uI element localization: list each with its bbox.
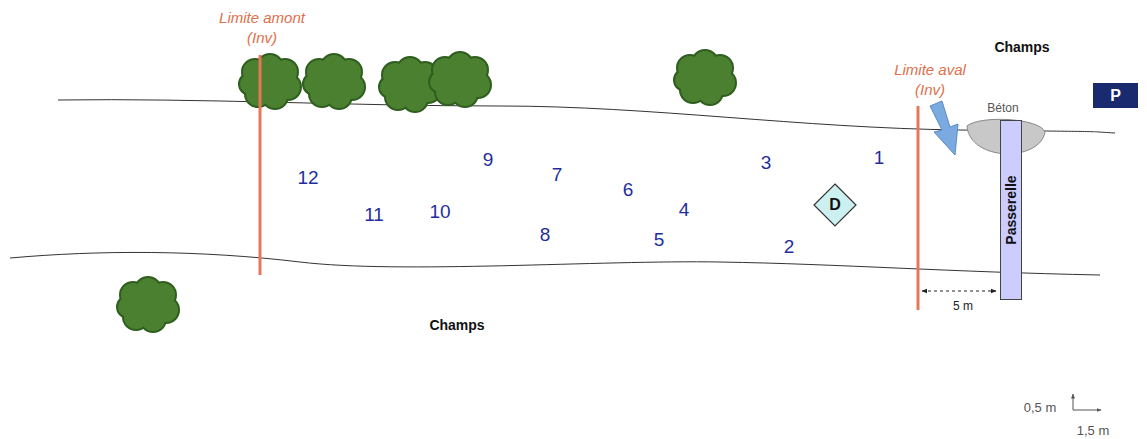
- sampling-point-number: 9: [483, 149, 494, 171]
- diamond-shape: [814, 184, 856, 226]
- sampling-point-number: 4: [679, 199, 690, 221]
- footbridge: Passerelle: [1000, 120, 1022, 300]
- limit-label: Limite amont (Inv): [212, 8, 312, 48]
- sampling-point-number: 7: [552, 164, 563, 186]
- river-bank: [10, 252, 1100, 275]
- scale-label: 1,5 m: [1077, 423, 1110, 438]
- scale-axis: [1073, 410, 1101, 411]
- limit-line: [259, 55, 262, 275]
- dimension-line: [922, 291, 996, 292]
- sampling-point-number: 1: [874, 147, 885, 169]
- field-label: Champs: [994, 39, 1049, 55]
- flow-arrow: [930, 101, 958, 155]
- limit-label: Limite aval (Inv): [880, 60, 980, 100]
- tree: [118, 278, 178, 331]
- sampling-point-number: 12: [297, 167, 318, 189]
- tree: [304, 55, 364, 108]
- sampling-point-number: 3: [761, 152, 772, 174]
- field-label: Champs: [429, 317, 484, 333]
- limit-line: [917, 106, 920, 310]
- node-text: P: [1110, 87, 1121, 105]
- sampling-point-number: 2: [784, 236, 795, 258]
- node-text: D: [829, 196, 841, 214]
- node-text: Passerelle: [1003, 175, 1019, 244]
- tree: [430, 53, 490, 106]
- tree: [240, 55, 300, 108]
- sampling-point-number: 5: [654, 229, 665, 251]
- sampling-point-number: 6: [623, 179, 634, 201]
- dimension-label: 5 m: [953, 299, 973, 313]
- scale-label: 0,5 m: [1024, 400, 1057, 415]
- concrete-label: Béton: [987, 101, 1018, 115]
- sampling-point-number: 11: [364, 204, 384, 226]
- sampling-diamond: D: [813, 183, 857, 227]
- scale-axis: [1073, 394, 1074, 410]
- sampling-point-number: 10: [429, 201, 450, 223]
- parking-sign: P: [1093, 83, 1138, 108]
- tree: [675, 51, 735, 104]
- sampling-point-number: 8: [540, 224, 551, 246]
